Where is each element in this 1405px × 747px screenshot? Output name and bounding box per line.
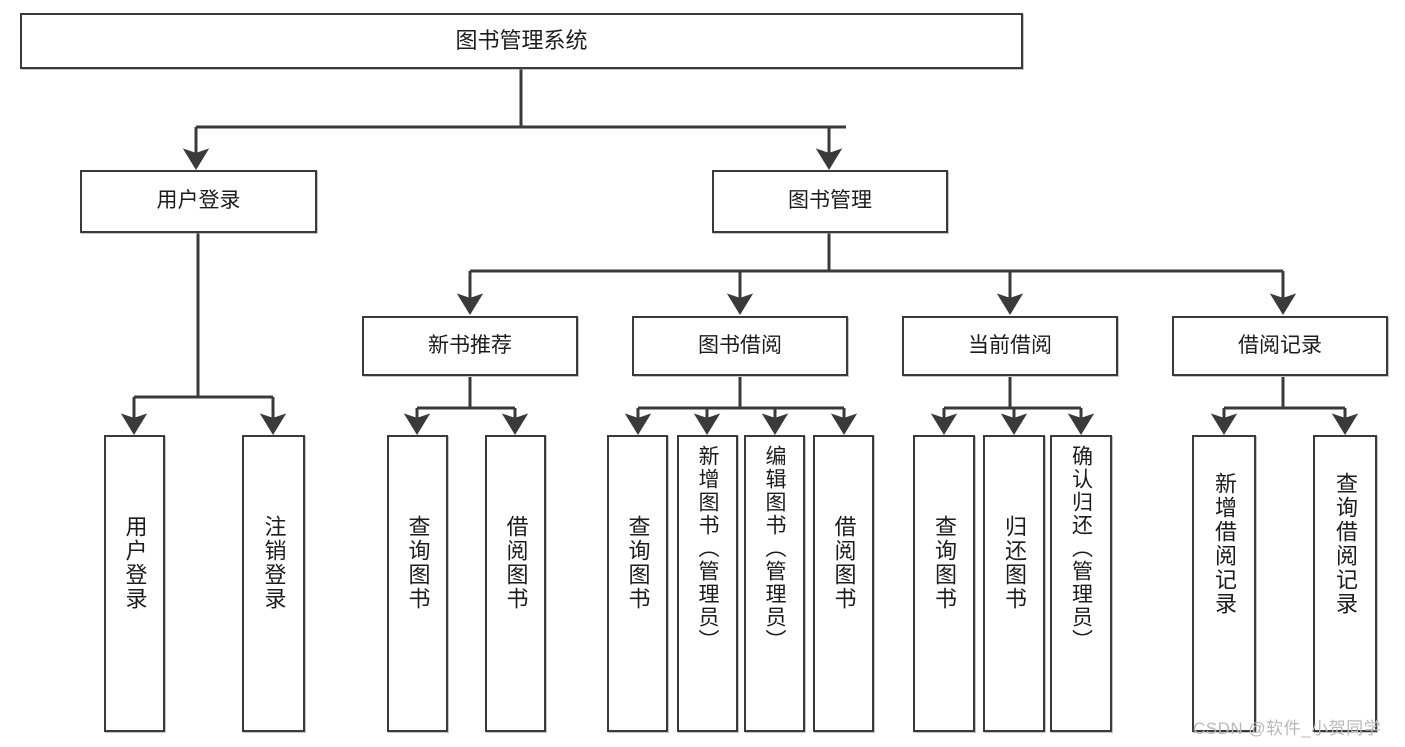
- node-label: 新书推荐: [428, 333, 512, 357]
- node-leaf-user-login[interactable]: 用户登录: [104, 435, 165, 732]
- node-label: 查询图书: [932, 515, 957, 611]
- node-leaf-confirm-return-admin[interactable]: 确认归还（管理员）: [1050, 435, 1112, 732]
- node-new-book-recommend[interactable]: 新书推荐: [362, 316, 578, 376]
- node-root-book-management-system[interactable]: 图书管理系统: [20, 13, 1023, 69]
- node-label: 借阅记录: [1238, 333, 1322, 357]
- node-label: 图书借阅: [698, 333, 782, 357]
- node-label: 确认归还（管理员）: [1069, 445, 1093, 652]
- node-label: 归还图书: [1002, 515, 1027, 611]
- node-label: 借阅图书: [503, 515, 529, 611]
- node-label: 查询图书: [405, 515, 431, 611]
- node-label: 图书管理: [788, 189, 872, 213]
- node-leaf-logout-login[interactable]: 注销登录: [242, 435, 305, 732]
- node-leaf-return-book[interactable]: 归还图书: [983, 435, 1045, 732]
- csdn-watermark: CSDN @软件_小贺同学: [1193, 719, 1382, 738]
- node-leaf-query-book-current[interactable]: 查询图书: [913, 435, 975, 732]
- node-label: 当前借阅: [968, 333, 1052, 357]
- node-leaf-query-borrow-record[interactable]: 查询借阅记录: [1313, 435, 1377, 732]
- node-leaf-borrow-book-borrow[interactable]: 借阅图书: [813, 435, 874, 732]
- node-label: 新增图书（管理员）: [696, 445, 719, 652]
- node-label: 注销登录: [261, 515, 287, 611]
- node-leaf-edit-book-admin[interactable]: 编辑图书（管理员）: [744, 435, 805, 732]
- node-label: 图书管理系统: [455, 28, 588, 54]
- node-leaf-add-book-admin[interactable]: 新增图书（管理员）: [677, 435, 738, 732]
- node-label: 借阅图书: [831, 515, 857, 611]
- node-leaf-query-book-recommend[interactable]: 查询图书: [387, 435, 448, 732]
- node-borrow-record[interactable]: 借阅记录: [1172, 316, 1388, 376]
- node-label: 新增借阅记录: [1212, 472, 1237, 616]
- node-user-login[interactable]: 用户登录: [80, 170, 317, 233]
- node-label: 用户登录: [122, 515, 148, 611]
- node-label: 用户登录: [156, 189, 241, 213]
- node-label: 编辑图书（管理员）: [763, 445, 786, 652]
- node-label: 查询借阅记录: [1333, 472, 1358, 616]
- node-label: 查询图书: [625, 515, 651, 611]
- node-current-borrow[interactable]: 当前借阅: [902, 316, 1118, 376]
- node-book-borrow[interactable]: 图书借阅: [632, 316, 848, 376]
- node-leaf-query-book-borrow[interactable]: 查询图书: [607, 435, 668, 732]
- node-book-management[interactable]: 图书管理: [712, 170, 948, 233]
- node-leaf-add-borrow-record[interactable]: 新增借阅记录: [1192, 435, 1256, 732]
- node-leaf-borrow-book-recommend[interactable]: 借阅图书: [485, 435, 546, 732]
